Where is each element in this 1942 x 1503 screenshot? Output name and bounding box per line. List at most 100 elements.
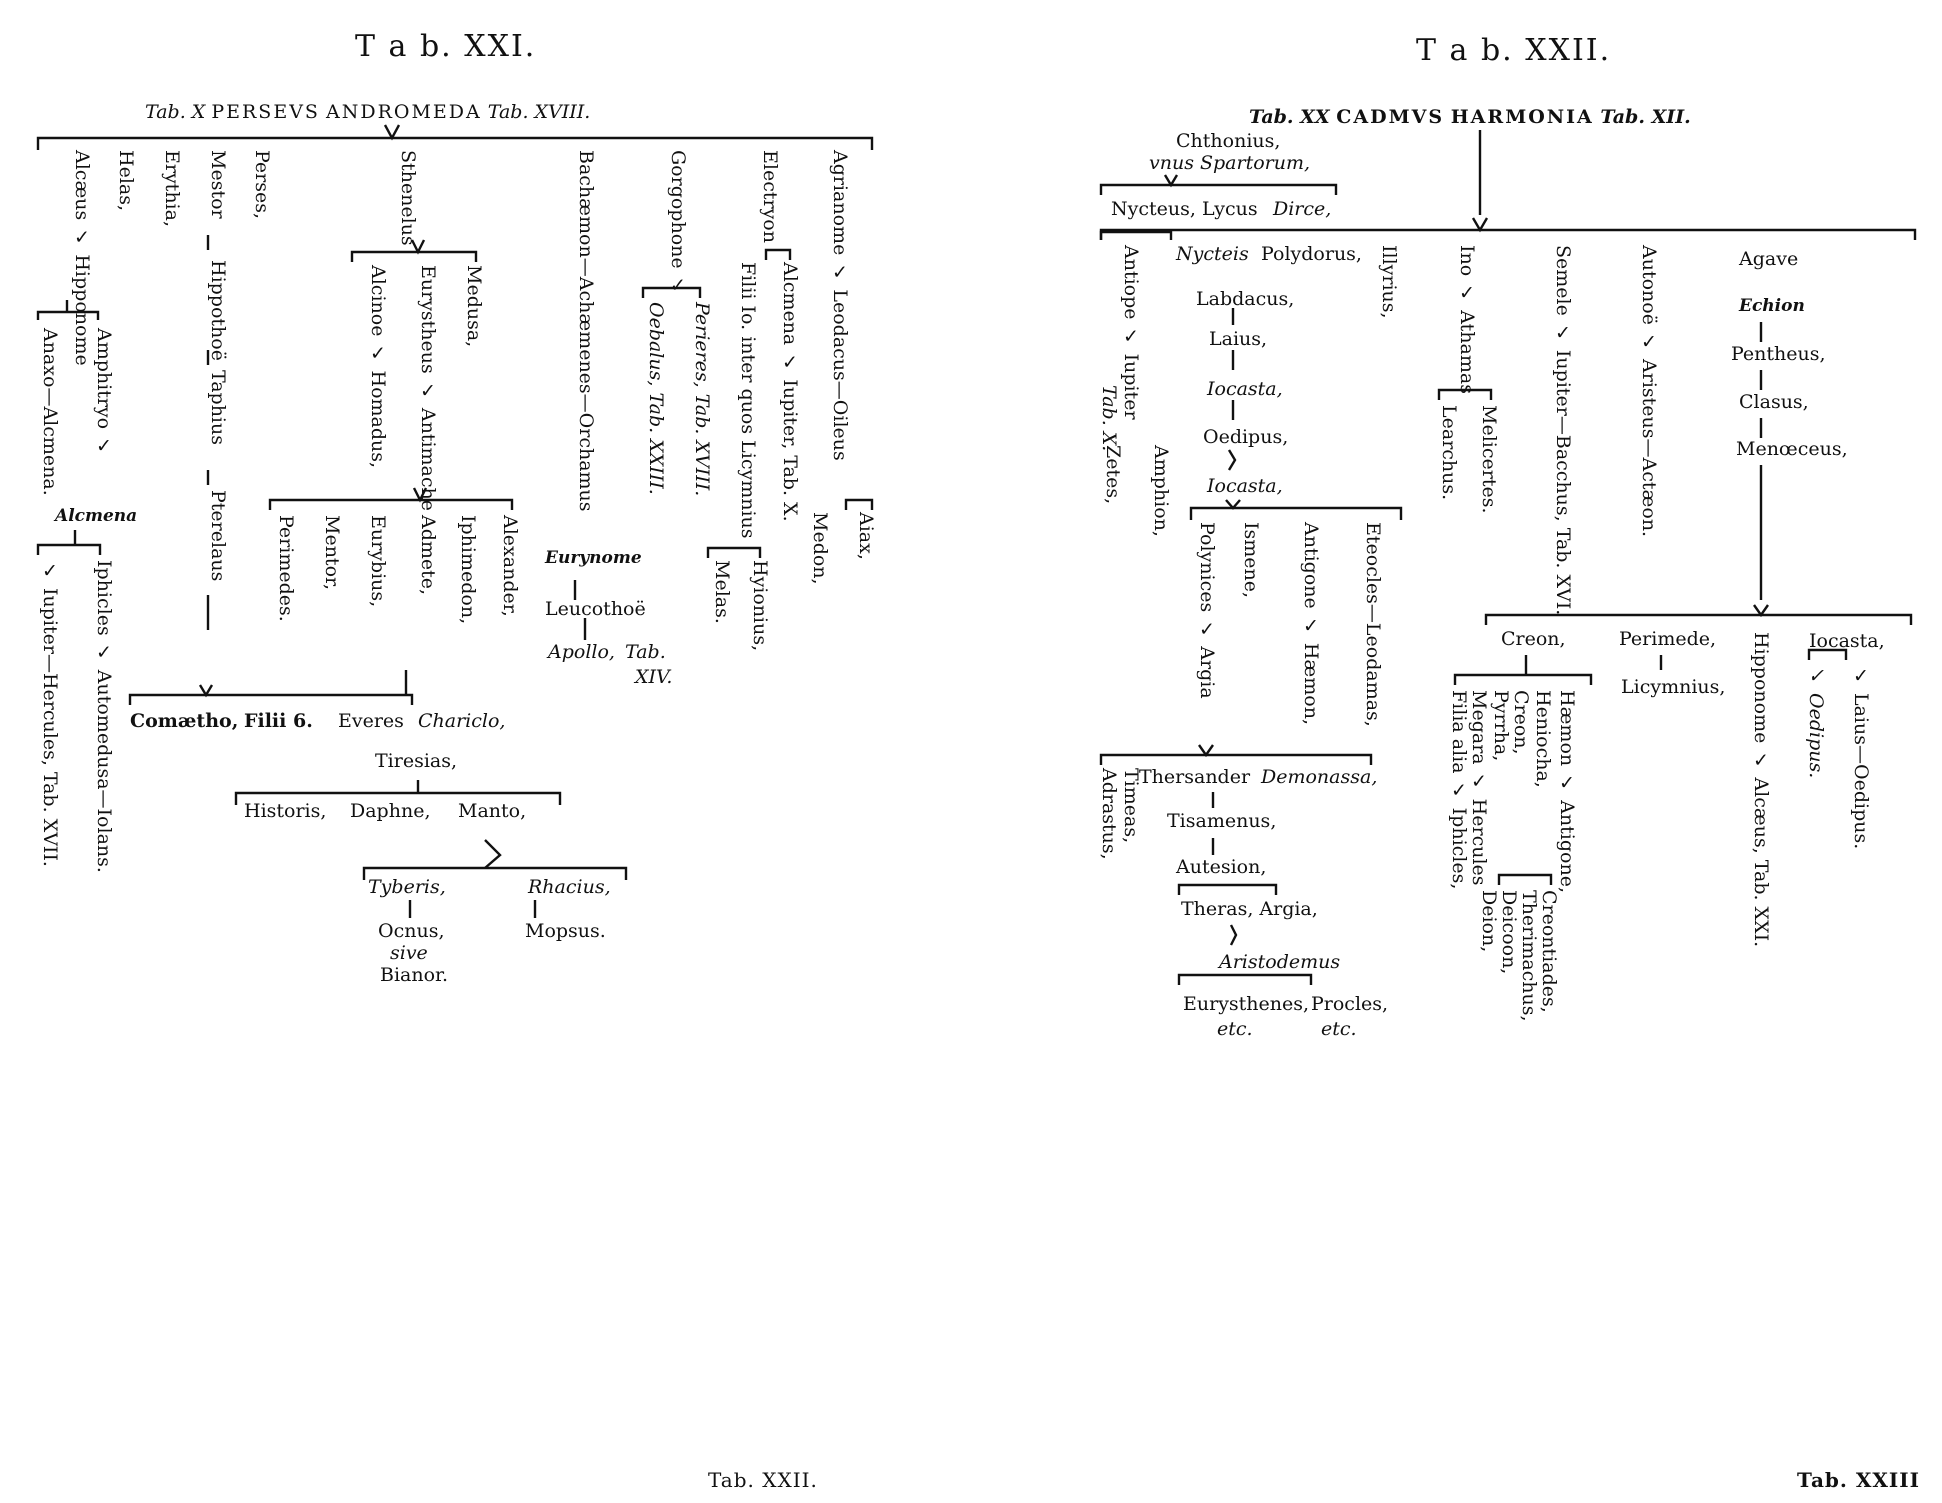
comaetho: Comætho, [130, 710, 239, 732]
tyberis: Tyberis, [368, 876, 446, 898]
adrastus: Adrastus, [1098, 768, 1120, 860]
left-header-wife: ANDROMEDA [325, 101, 482, 123]
ismene: Ismene, [1240, 522, 1262, 599]
eteocles: Eteocles—Leodamas, [1362, 522, 1384, 727]
creon-2: Creon, [1510, 690, 1532, 755]
agave: Agave [1739, 248, 1799, 270]
aiax: Aiax, [855, 512, 877, 560]
laius: Laius, [1209, 328, 1268, 350]
right-header-ref-right: Tab. XII. [1600, 106, 1691, 128]
demonassa: Demonassa, [1261, 766, 1378, 788]
aristodemus: Aristodemus [1219, 951, 1341, 973]
alcaeus-line: Alcæus ✓ Hipponome [71, 150, 93, 366]
theras-argia: Theras, Argia, [1181, 898, 1318, 920]
leucothoe: Leucothoë [545, 598, 646, 620]
left-header-ref-left: Tab. X [145, 101, 206, 123]
tiresias: Tiresias, [375, 750, 458, 772]
electryon: Electryon [759, 150, 781, 243]
dirce: Dirce, [1273, 198, 1332, 220]
filia-alia: Filia alia ✓ Iphicles, [1448, 690, 1470, 890]
historis: Historis, [244, 800, 327, 822]
deion: Deion, [1478, 890, 1500, 953]
filii-io: Filii Io. inter quos Licymnius [737, 262, 759, 539]
sive: sive [390, 942, 428, 964]
admete: Admete, [417, 515, 439, 596]
autesion: Autesion, [1176, 856, 1267, 878]
right-header-husband: CADMVS [1336, 106, 1445, 128]
right-title: T a b. XXII. [1416, 33, 1612, 68]
melicertes: Melicertes. [1478, 405, 1500, 514]
medon: Medon, [809, 512, 831, 585]
melas: Melas. [711, 560, 733, 624]
vnus-spartorum: vnus Spartorum, [1149, 152, 1311, 174]
filii-6: Filii 6. [244, 710, 313, 732]
perieres: Perieres, Tab. XVIII. [691, 302, 713, 497]
apollo: Apollo, [548, 641, 615, 663]
creon: Creon, [1501, 628, 1566, 650]
alcmena: Alcmena [55, 506, 138, 526]
left-genealogy-lines [36, 124, 874, 918]
polydorus: Polydorus, [1261, 243, 1362, 265]
perimedes: Perimedes. [275, 515, 297, 622]
medusa: Medusa, [463, 265, 485, 348]
alcinoe: Alcinoe ✓ Homadus, [367, 265, 389, 469]
menoeceus: Menœceus, [1736, 438, 1848, 460]
eurynome: Eurynome [545, 548, 642, 568]
right-header-ref-left: Tab. XX [1249, 106, 1330, 128]
apollo-ref2: XIV. [635, 666, 673, 688]
clasus: Clasus, [1739, 391, 1809, 413]
pentheus: Pentheus, [1731, 343, 1826, 365]
left-header-ref-right: Tab. XVIII. [487, 101, 591, 123]
semele: Semele ✓ Iupiter—Bacchus, Tab. XVI. [1552, 245, 1574, 616]
hyionius: Hyionius, [749, 560, 771, 652]
chthonius: Chthonius, [1176, 130, 1281, 152]
oedipus: Oedipus, [1203, 426, 1289, 448]
therimachus: Therimachus, [1518, 890, 1540, 1022]
antigone: Antigone ✓ Hæmon, [1300, 522, 1322, 725]
thersander: Thersander [1139, 766, 1251, 788]
mopsus: Mopsus. [525, 920, 606, 942]
mentor: Mentor, [321, 515, 343, 591]
erythia: Erythia, [161, 150, 183, 228]
alexander: Alexander, [499, 515, 521, 617]
rhacius: Rhacius, [528, 876, 611, 898]
nycteus-lycus: Nycteus, Lycus [1111, 198, 1258, 220]
right-genealogy-lines [1099, 130, 1917, 985]
iphicles-line: Iphicles ✓ Automedusa—Iolans. [93, 560, 115, 873]
echion: Echion [1739, 296, 1805, 316]
taphius: Taphius [207, 370, 229, 445]
right-page: T a b. XXII. Tab. XX CADMVS HARMONIA Tab… [971, 0, 1942, 1503]
right-footer: Tab. XXIII [1797, 1468, 1920, 1492]
left-header-husband: PERSEVS [211, 101, 320, 123]
left-footer: Tab. XXII. [708, 1468, 818, 1492]
procles: Procles, [1311, 993, 1389, 1015]
labdacus: Labdacus, [1196, 288, 1295, 310]
helas: Helas, [115, 150, 137, 212]
perimede: Perimede, [1619, 628, 1717, 650]
iocasta-1: Iocasta, [1207, 378, 1283, 400]
creontiades: Creontiades, [1538, 890, 1560, 1013]
illyrius: Illyrius, [1378, 245, 1400, 319]
iphimedon: Iphimedon, [457, 515, 479, 625]
deicoon: Deicoon, [1498, 890, 1520, 975]
daphne: Daphne, [350, 800, 431, 822]
etc-1: etc. [1217, 1018, 1253, 1040]
amphion: Amphion, [1150, 445, 1172, 537]
timeas: Timeas, [1120, 768, 1142, 844]
mestor: Mestor [207, 150, 229, 219]
polynices: Polynices ✓ Argia [1196, 522, 1218, 699]
pterelaus: Pterelaus [207, 490, 229, 582]
left-page: T a b. XXI. Tab. X PERSEVS ANDROMEDA Tab… [36, 32, 877, 1492]
iocasta-3: Iocasta, [1809, 630, 1885, 652]
heniocha: Heniocha, [1532, 690, 1554, 788]
chariclo: Chariclo, [418, 710, 506, 732]
pyrrha: Pyrrha, [1490, 690, 1512, 762]
iupiter-line: ✓ Iupiter—Hercules, Tab. XVII. [39, 560, 61, 867]
hippothoe: Hippothoë [207, 260, 229, 361]
anaxo: Anaxo—Alcmena. [39, 328, 61, 496]
sthenelus: Sthenelus [397, 150, 419, 246]
licymnius: Licymnius, [1621, 676, 1726, 698]
eurybius: Eurybius, [367, 515, 389, 608]
apollo-ref: Tab. [625, 641, 666, 663]
antiope-ref: Tab. X. [1098, 385, 1120, 452]
